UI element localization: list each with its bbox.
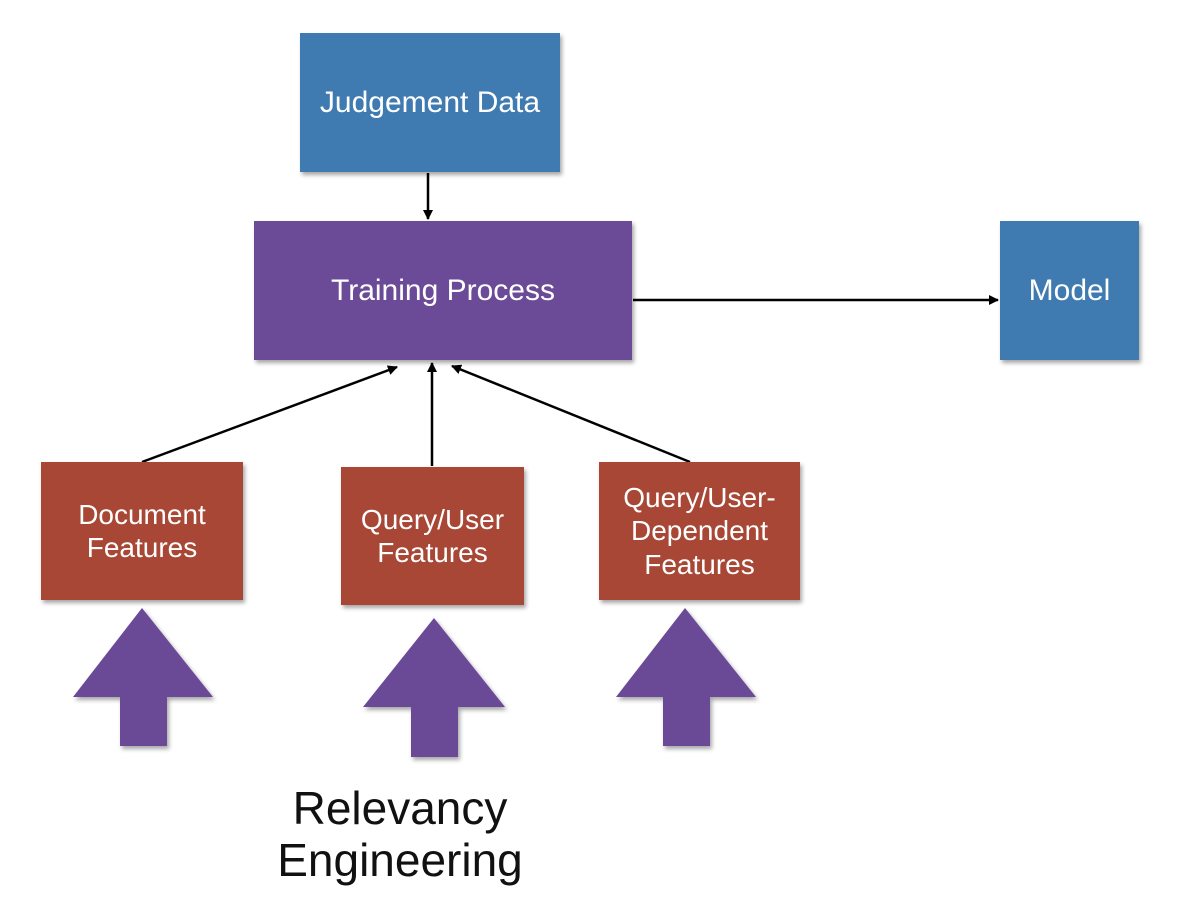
node-model: Model	[1000, 221, 1139, 360]
node-label: Training Process	[331, 273, 555, 307]
node-judgement-data: Judgement Data	[300, 33, 560, 172]
node-label: Judgement Data	[319, 85, 541, 119]
node-label: Query/User Features	[360, 503, 505, 568]
node-label: Model	[1028, 273, 1111, 307]
caption-relevancy-engineering: Relevancy Engineering	[240, 782, 560, 886]
node-label: Query/User- Dependent Features	[623, 482, 776, 580]
block-up-arrow-query-user-dependent	[616, 608, 756, 746]
block-up-arrow-document	[73, 608, 213, 746]
node-query-user-dependent-features: Query/User- Dependent Features	[599, 462, 800, 600]
block-up-arrow-query-user	[363, 618, 505, 757]
node-training-process: Training Process	[254, 221, 632, 360]
node-query-user-features: Query/User Features	[341, 467, 524, 605]
node-label: Document Features	[78, 498, 206, 563]
node-document-features: Document Features	[41, 462, 243, 600]
edge-document-to-training	[141, 365, 398, 464]
edge-query-user-dependent-to-training	[451, 364, 691, 464]
caption-text: Relevancy Engineering	[277, 782, 523, 886]
